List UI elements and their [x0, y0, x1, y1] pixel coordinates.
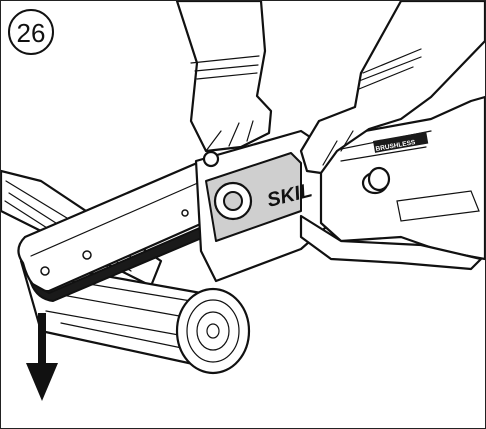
guide-bar	[17, 155, 241, 303]
right-hand	[299, 1, 485, 192]
arrow-down-icon	[26, 313, 58, 401]
left-hand	[175, 1, 273, 153]
step-number: 26	[17, 18, 46, 48]
saw-body: SKIL	[194, 129, 335, 283]
step-badge: 26	[8, 9, 54, 55]
